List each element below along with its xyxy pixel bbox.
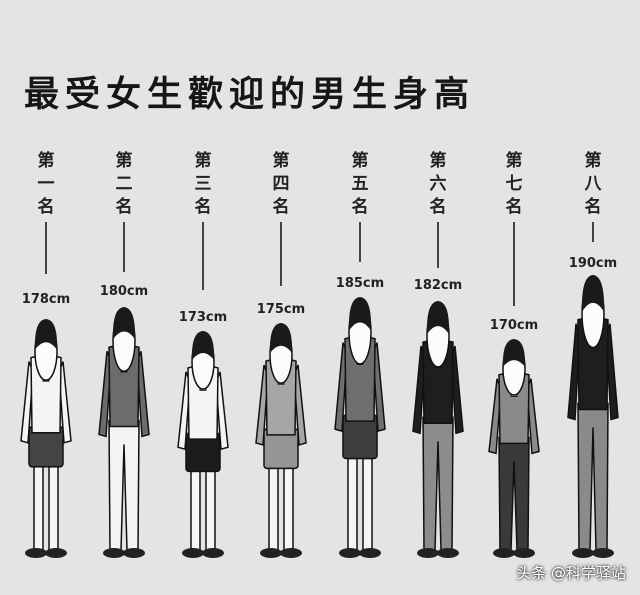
figure-column: 第四名 175cm bbox=[241, 0, 321, 595]
connector-line bbox=[202, 222, 204, 290]
height-value: 178cm bbox=[21, 292, 71, 307]
man-figure-illustration bbox=[20, 319, 72, 558]
height-value: 185cm bbox=[335, 276, 385, 291]
height-value: 182cm bbox=[413, 278, 463, 293]
connector-line bbox=[123, 222, 125, 272]
connector-line bbox=[513, 222, 515, 306]
rank-label: 第八名 bbox=[584, 151, 602, 217]
figure-column: 第八名 190cm bbox=[553, 0, 633, 595]
man-figure-illustration bbox=[177, 331, 229, 558]
man-figure-illustration bbox=[98, 307, 150, 558]
rank-label: 第五名 bbox=[351, 151, 369, 217]
figure-column: 第三名 173cm bbox=[163, 0, 243, 595]
figure-column: 第五名 185cm bbox=[320, 0, 400, 595]
rank-label: 第六名 bbox=[429, 151, 447, 217]
figure-column: 第七名 170cm bbox=[474, 0, 554, 595]
height-value: 170cm bbox=[489, 318, 539, 333]
watermark: 头条 @科学驿站 bbox=[516, 564, 626, 582]
height-value: 173cm bbox=[178, 310, 228, 325]
connector-line bbox=[359, 222, 361, 262]
rank-label: 第七名 bbox=[505, 151, 523, 217]
figure-column: 第一名 178cm bbox=[6, 0, 86, 595]
man-figure-illustration bbox=[567, 275, 619, 558]
rank-label: 第四名 bbox=[272, 151, 290, 217]
man-figure-illustration bbox=[412, 301, 464, 558]
connector-line bbox=[437, 222, 439, 268]
height-value: 175cm bbox=[256, 302, 306, 317]
man-figure-illustration bbox=[255, 323, 307, 558]
rank-label: 第一名 bbox=[37, 151, 55, 217]
page-title: 最受女生歡迎的男生身高 bbox=[24, 75, 476, 115]
man-figure-illustration bbox=[334, 297, 386, 558]
connector-line bbox=[45, 222, 47, 274]
height-value: 180cm bbox=[99, 284, 149, 299]
man-figure-illustration bbox=[488, 339, 540, 558]
connector-line bbox=[592, 222, 594, 242]
figure-column: 第六名 182cm bbox=[398, 0, 478, 595]
rank-label: 第三名 bbox=[194, 151, 212, 217]
rank-label: 第二名 bbox=[115, 151, 133, 217]
connector-line bbox=[280, 222, 282, 286]
figure-column: 第二名 180cm bbox=[84, 0, 164, 595]
height-value: 190cm bbox=[568, 256, 618, 271]
